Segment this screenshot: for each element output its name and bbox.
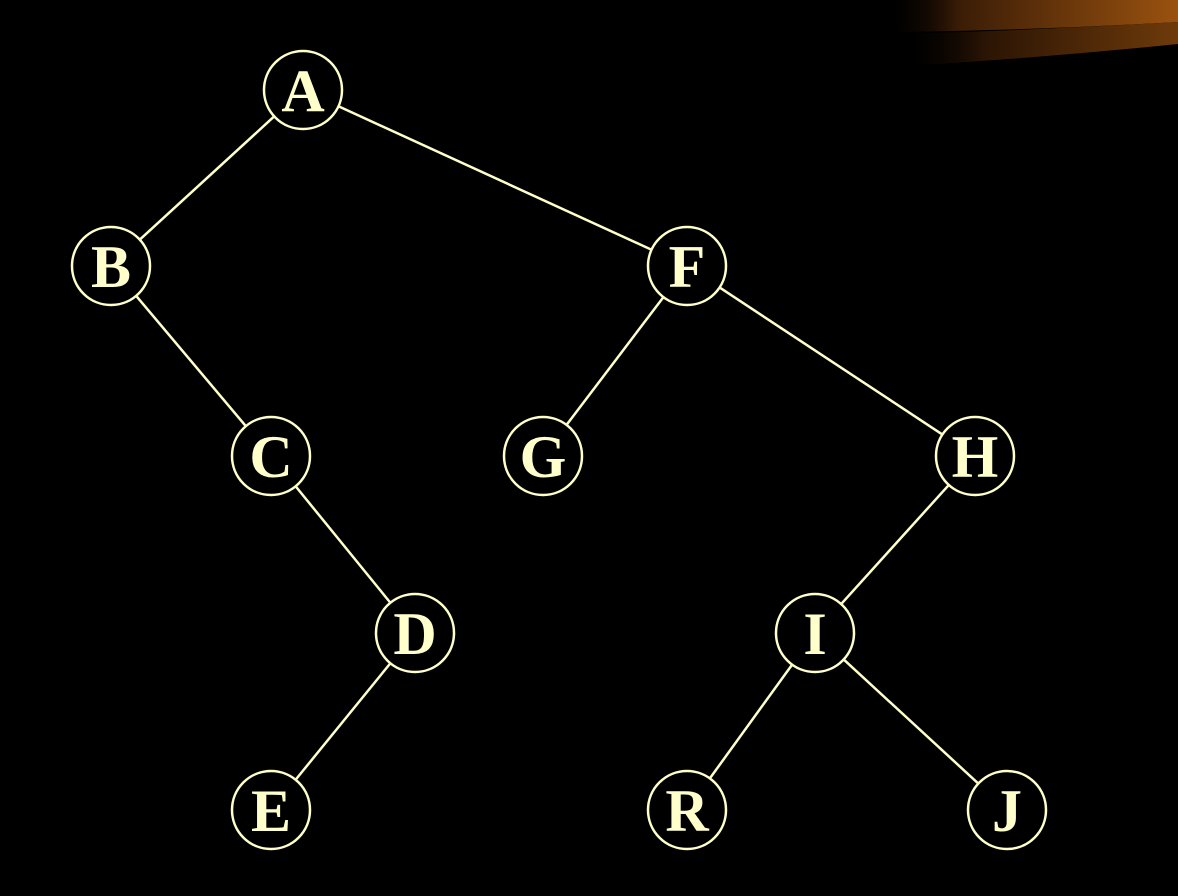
tree-node-b: B <box>70 225 152 307</box>
edge-b-c <box>135 295 247 427</box>
node-label: H <box>952 424 999 490</box>
node-circle <box>70 225 152 307</box>
node-circle <box>934 415 1016 497</box>
orange-band-bottom <box>900 22 1178 66</box>
tree-node-e: E <box>230 769 312 851</box>
node-label: R <box>665 778 709 844</box>
tree-node-c: C <box>230 415 312 497</box>
orange-band-top <box>885 0 1178 32</box>
tree-node-h: H <box>934 415 1016 497</box>
node-label: C <box>249 424 292 490</box>
node-circle <box>230 769 312 851</box>
edge-a-f <box>337 105 653 251</box>
node-label: B <box>91 234 131 300</box>
node-label: J <box>992 778 1022 844</box>
node-circle <box>646 225 728 307</box>
tree-node-a: A <box>262 49 344 131</box>
edge-f-g <box>565 296 665 426</box>
node-label: I <box>803 601 826 667</box>
node-label: D <box>393 601 436 667</box>
node-circle <box>230 415 312 497</box>
tree-node-f: F <box>646 225 728 307</box>
node-label: G <box>520 424 567 490</box>
tree-node-j: J <box>966 769 1048 851</box>
node-circle <box>262 49 344 131</box>
tree-node-d: D <box>374 592 456 674</box>
edge-h-i <box>840 484 950 605</box>
edge-d-e <box>294 662 392 781</box>
edge-i-r <box>708 663 794 780</box>
tree-nodes: A B F C G H D I E R J <box>70 49 1048 851</box>
tree-node-r: R <box>646 769 728 851</box>
node-label: F <box>669 234 706 300</box>
edge-a-b <box>138 115 276 241</box>
edge-c-d <box>294 485 392 604</box>
node-circle <box>774 592 856 674</box>
edge-i-j <box>842 658 980 785</box>
node-label: A <box>281 58 324 124</box>
tree-edges <box>135 105 980 785</box>
edge-f-h <box>718 286 944 436</box>
node-circle <box>646 769 728 851</box>
tree-node-g: G <box>502 415 584 497</box>
node-circle <box>374 592 456 674</box>
node-circle <box>502 415 584 497</box>
node-circle <box>966 769 1048 851</box>
node-label: E <box>251 778 291 844</box>
tree-node-i: I <box>774 592 856 674</box>
